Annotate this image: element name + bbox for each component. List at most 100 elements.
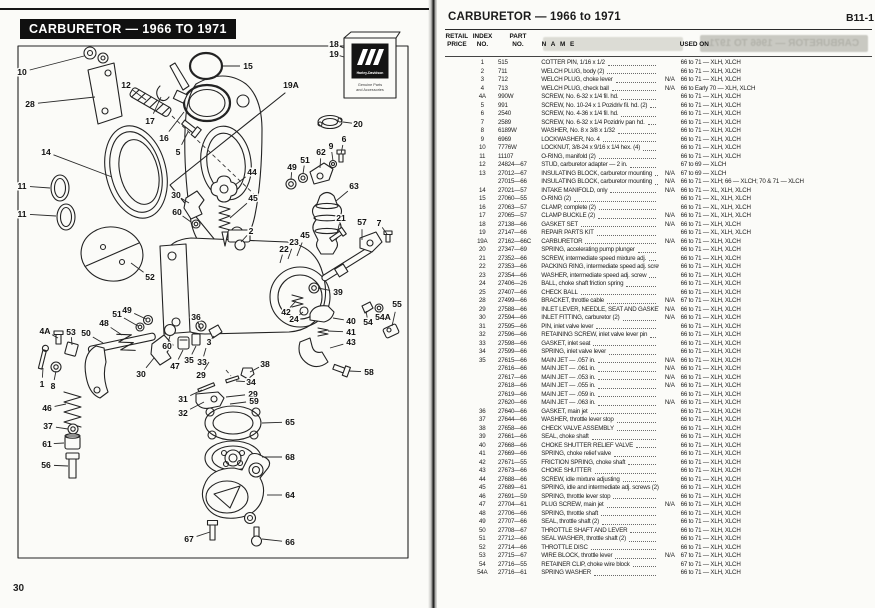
o-ring-part <box>188 51 224 81</box>
part-name-text: REPAIR PARTS KIT <box>541 229 594 236</box>
cell-used-on: 66 to 71 — XLH, XLCH <box>680 305 741 313</box>
cell-used-on: 66 to 71 — XLH, XLCH <box>680 76 741 83</box>
cell-used-on: 66 to 71 — XLH, XLCH <box>680 101 741 109</box>
callout-leader-line <box>203 347 207 357</box>
callout-label: 7 <box>377 218 382 228</box>
cell-index-no: 36 <box>479 407 486 415</box>
callout-label: 5 <box>176 147 181 157</box>
cell-name: MAIN JET — .059 in. <box>541 391 659 400</box>
part-name-text: SPRING, choke relief valve <box>541 450 611 457</box>
cell-index-no: 40 <box>479 441 486 449</box>
cell-na: N/A <box>664 501 675 508</box>
callout-leader-line <box>189 401 205 410</box>
cell-name: SCREW, No. 4-36 x 1/4 fil. hd. <box>541 110 659 119</box>
cell-used-on: 66 to 71 — XL, XLH, XLCH <box>680 212 751 219</box>
cell-part-no: 27704—61 <box>498 501 527 508</box>
callout-label: 9 <box>329 141 334 151</box>
callout-label: 52 <box>145 272 155 282</box>
cell-part-no: 27021—57 <box>498 186 527 194</box>
cell-index-no: 47 <box>479 501 486 508</box>
callout-label: 29 <box>248 389 258 399</box>
cell-retail-price <box>445 289 469 298</box>
cell-part-no: 712 <box>498 76 508 83</box>
callout-label: 59 <box>249 396 259 406</box>
cell-retail-price <box>445 161 469 170</box>
cell-part-no: 27615—66 <box>498 356 527 364</box>
cell-retail-price <box>445 569 469 578</box>
cell-na <box>659 408 675 417</box>
cell-used-on: 66 to 71 — XLH, XLCH <box>680 501 741 508</box>
callout-leader-line <box>210 335 215 340</box>
cell-part-no: 27407—66 <box>498 288 527 296</box>
clamp-part <box>156 62 232 139</box>
dot-leader <box>598 382 656 389</box>
callout-label: 61 <box>42 439 52 449</box>
cell-retail-price <box>445 459 469 468</box>
cell-na <box>659 561 675 570</box>
cell-part-no: 27688—66 <box>498 475 527 483</box>
cell-name: SCREW, No. 6-32 x 1/4 fil. hd. <box>541 93 659 102</box>
cell-retail-price <box>445 382 469 391</box>
cell-used-on: 66 to 71 — XLH, XLCH <box>680 331 741 338</box>
cell-used-on: 66 to 71 — XLH, XLCH <box>680 407 741 415</box>
callout-leader-line <box>70 337 73 346</box>
cell-index-no: 22 <box>479 263 486 270</box>
cell-na <box>659 569 675 578</box>
cell-used-on: 66 to 71 — XLH, XLCH <box>680 322 741 330</box>
cell-index-no: 20 <box>479 246 486 253</box>
right-page-title: CARBURETOR — 1966 to 1971 <box>448 11 621 23</box>
callout-label: 12 <box>121 80 131 90</box>
cell-part-no: 27138—66 <box>498 220 527 228</box>
part-name-text: SEAL, throttle shaft (2) <box>541 518 599 525</box>
cell-name: RETAINING SCREW, inlet valve lever pin <box>541 331 659 340</box>
dot-leader <box>622 314 656 321</box>
cell-na <box>659 289 675 298</box>
cell-retail-price <box>445 399 469 408</box>
cell-index-no: 42 <box>479 458 486 466</box>
dot-leader <box>622 476 656 482</box>
callout-leader-line <box>49 333 59 339</box>
cell-used-on: 67 to 69 — XLCH <box>680 169 727 177</box>
cell-retail-price <box>445 102 469 111</box>
part-name-text: WIRE BLOCK, throttle lever <box>541 552 613 559</box>
callout-leader-line <box>152 96 162 114</box>
cell-na <box>659 459 675 468</box>
cell-part-no: 713 <box>498 84 508 92</box>
cell-na: N/A <box>664 314 675 321</box>
dot-leader <box>654 178 658 185</box>
cell-name: INLET LEVER, NEEDLE, SEAT AND GASKET <box>541 306 659 315</box>
cell-index-no: 30 <box>479 314 486 321</box>
cell-name: WELCH PLUG, body (2) <box>541 68 659 77</box>
callout-label: 60 <box>162 341 172 351</box>
callout-leader-line <box>317 287 331 291</box>
dot-leader <box>593 569 656 576</box>
cell-part-no: 27060—55 <box>498 195 527 202</box>
cell-retail-price <box>445 331 469 340</box>
cell-name: BRACKET, throttle cable <box>541 297 659 306</box>
dot-leader <box>630 527 656 533</box>
cell-na <box>659 144 675 153</box>
dot-leader <box>596 323 656 329</box>
cell-name: SPRING, choke relief valve <box>541 450 659 459</box>
dot-leader <box>593 340 656 346</box>
cell-used-on: 66 to 71 — XLH, XLCH <box>680 424 741 432</box>
cell-na <box>659 476 675 485</box>
cell-part-no: 27712—66 <box>498 535 527 542</box>
cell-part-no: 27596—66 <box>498 331 527 338</box>
cell-used-on: 66 to 71 — XLH, XLCH <box>680 144 741 151</box>
callout-label: 37 <box>43 421 53 431</box>
part-name-text: SPRING, throttle shaft <box>541 509 598 517</box>
cell-name: INLET FITTING, carburetor (2) <box>541 314 659 323</box>
cell-used-on: 66 to 71 — XLH, XLCH <box>680 280 741 287</box>
